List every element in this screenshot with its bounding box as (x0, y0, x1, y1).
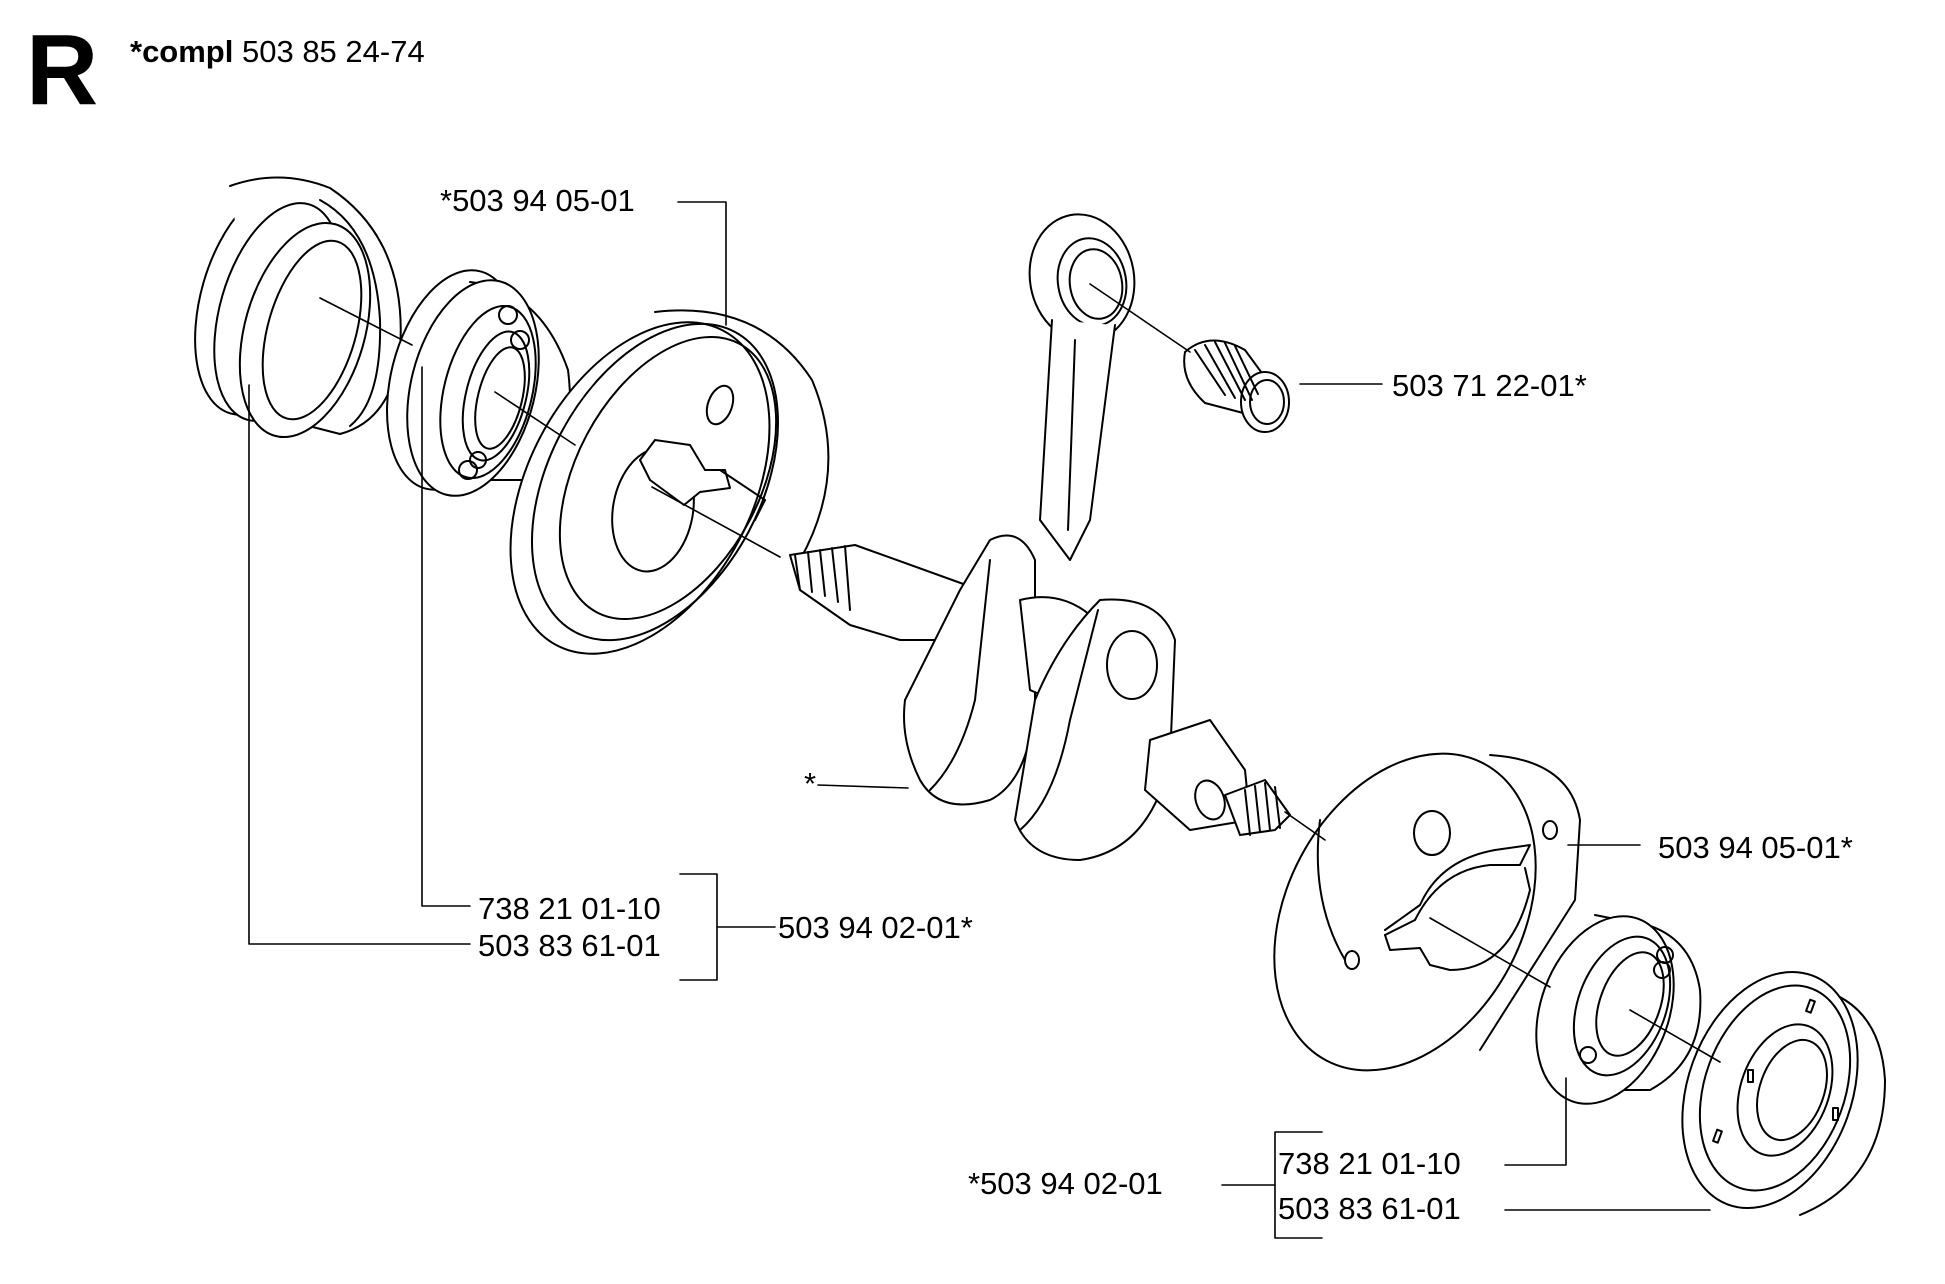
compl-number: 503 85 24-74 (241, 34, 425, 69)
callout-needle-bearing: 503 71 22-01* (1392, 368, 1587, 403)
callout-left-seal: 503 83 61-01 (478, 928, 661, 963)
crankcase-half-icon (1222, 708, 1588, 1115)
section-letter: R (26, 14, 99, 126)
compl-prefix: *compl (130, 34, 234, 69)
compl-header: *compl 503 85 24-74 (130, 36, 425, 67)
oil-seal-icon (171, 169, 401, 452)
callout-half-right: 503 94 05-01* (1658, 830, 1853, 865)
ball-bearing-icon (1512, 897, 1701, 1123)
callout-right-seal: 503 83 61-01 (1278, 1191, 1461, 1226)
oil-seal-icon (1651, 947, 1889, 1232)
ball-bearing-icon (366, 256, 570, 509)
crankcase-half-icon (458, 278, 829, 697)
callout-left-kit: 503 94 02-01* (778, 910, 973, 945)
needle-bearing-icon (1184, 340, 1289, 432)
callout-left-ball-bearing: 738 21 01-10 (478, 891, 661, 926)
callout-right-ball-bearing: 738 21 01-10 (1278, 1146, 1461, 1181)
callout-half-top-left: *503 94 05-01 (440, 183, 635, 218)
callout-leader-lines (249, 202, 1710, 1238)
callout-right-kit: *503 94 02-01 (968, 1166, 1163, 1201)
crankshaft-icon (790, 206, 1290, 860)
assembly-axis-lines (320, 284, 1720, 1062)
callout-crankshaft: * (804, 766, 817, 801)
